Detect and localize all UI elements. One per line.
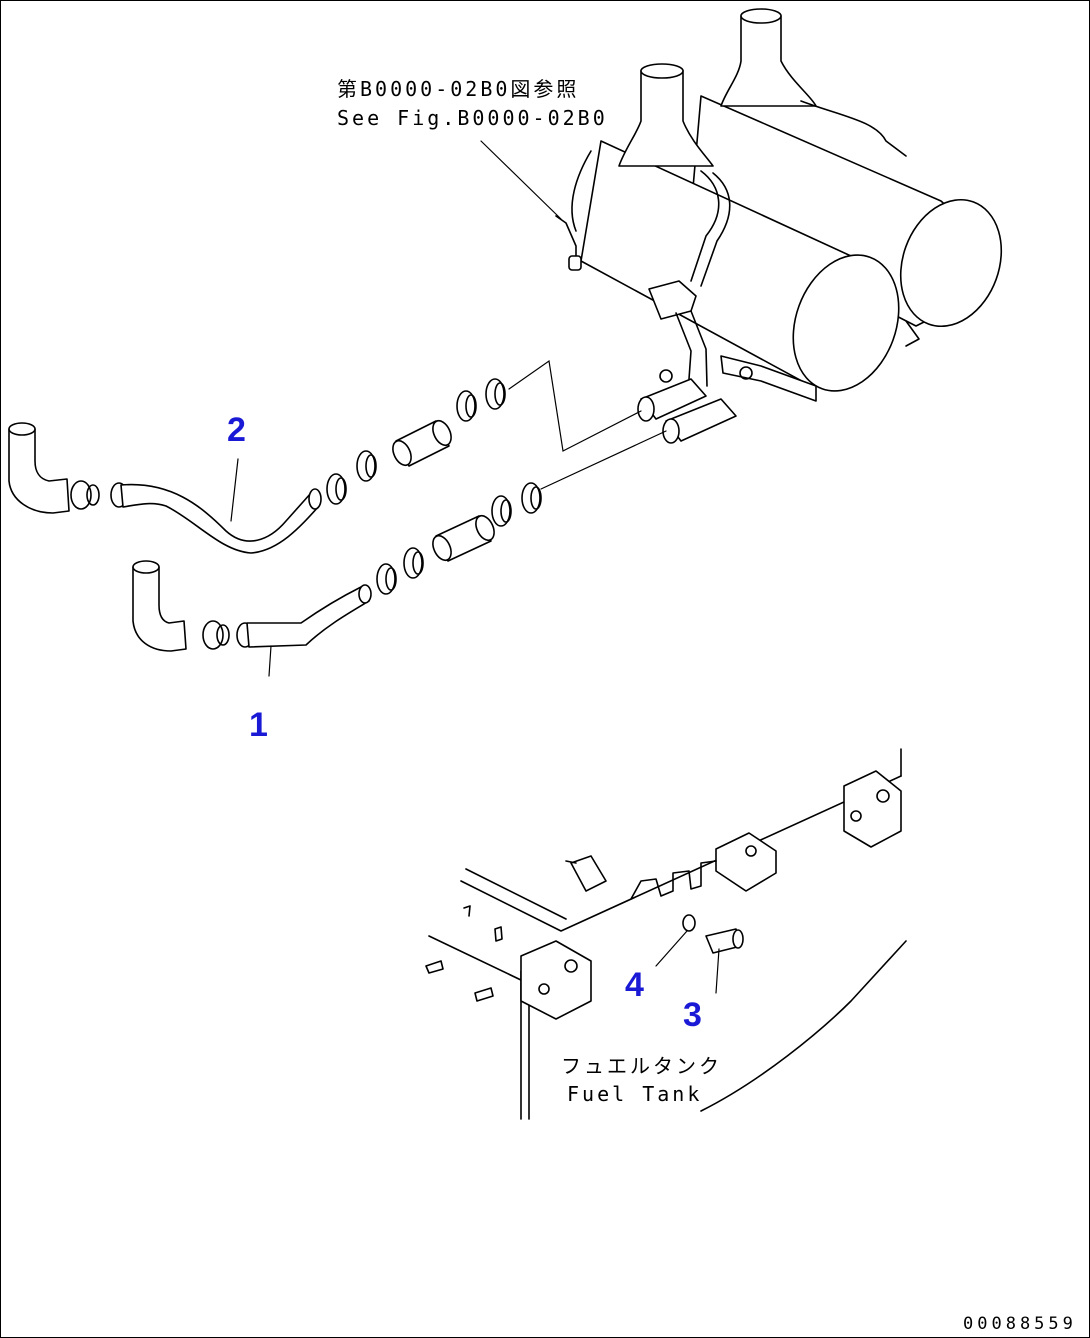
fuel-tank-label-en: Fuel Tank — [567, 1082, 702, 1106]
callout-2: 2 — [227, 411, 246, 449]
muffler-ref-jp: 第B0000-02B0図参照 — [337, 77, 579, 101]
muffler-ref-en: See Fig.B0000-02B0 — [337, 106, 608, 130]
routing-lines — [508, 359, 667, 490]
fuel-tank-label-jp: フュエルタンク — [561, 1054, 722, 1078]
hose-set-lower — [132, 482, 542, 652]
callout-1: 1 — [249, 706, 268, 744]
drawing-number: 00088559 — [963, 1314, 1077, 1334]
callout-3: 3 — [683, 996, 702, 1034]
hose-set-upper — [8, 378, 506, 554]
muffler-assembly — [555, 8, 1003, 444]
muffler-ref-leader — [480, 140, 562, 220]
fuel-tank-assembly — [425, 748, 907, 1120]
callout-4: 4 — [625, 966, 644, 1004]
callout-leaders — [230, 458, 720, 994]
